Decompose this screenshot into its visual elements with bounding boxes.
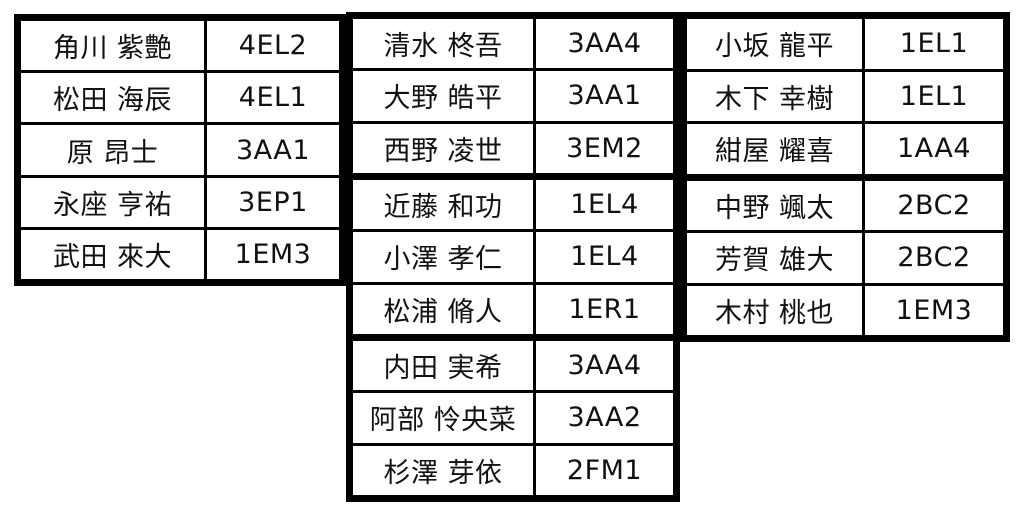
cell-class-code: 3AA1 — [567, 80, 642, 112]
cell-student-name: 西野 凌世 — [353, 123, 536, 173]
cell-student-name: 小澤 孝仁 — [353, 232, 536, 282]
cell-student-name: 原 昂士 — [21, 125, 207, 175]
cell-class-code: 1EM3 — [895, 294, 973, 326]
roster-block-left-rows: 角川 紫艶 4EL2 松田 海辰 4EL1 原 昂士 3AA1 永座 亨祐 3EP1 武田 來大… — [21, 21, 339, 280]
cell-student-name: 小坂 龍平 — [687, 19, 865, 69]
cell-class-code: 1AA4 — [896, 133, 972, 165]
cell-student-name: 中野 颯太 — [687, 180, 865, 230]
cell-class-code: 1EL1 — [899, 80, 969, 112]
cell-class-code: 2BC2 — [897, 189, 971, 221]
cell-student-name: 木下 幸樹 — [687, 71, 865, 121]
cell-class-code: 1EL4 — [570, 241, 639, 273]
table-row: 杉澤 芽依 2FM1 — [353, 445, 673, 495]
table-row: 紺屋 耀喜 1AA4 — [687, 124, 1003, 181]
cell-class-code: 3EP1 — [238, 186, 308, 218]
cell-class-code: 3EM2 — [566, 132, 643, 164]
table-row: 角川 紫艶 4EL2 — [21, 21, 339, 74]
cell-student-name: 芳賀 雄大 — [687, 233, 865, 283]
table-row: 近藤 和功 1EL4 — [353, 179, 673, 233]
cell-student-name: 紺屋 耀喜 — [687, 124, 865, 174]
cell-class-code: 3AA4 — [567, 350, 642, 382]
roster-block-left: 角川 紫艶 4EL2 松田 海辰 4EL1 原 昂士 3AA1 永座 亨祐 3EP1 武田 來大… — [14, 14, 346, 286]
cell-class-code: 3AA1 — [235, 134, 311, 166]
cell-student-name: 木村 桃也 — [687, 285, 865, 335]
table-row: 芳賀 雄大 2BC2 — [687, 233, 1003, 286]
cell-student-name: 武田 來大 — [21, 229, 207, 280]
cell-student-name: 内田 実希 — [353, 340, 536, 391]
table-row: 大野 皓平 3AA1 — [353, 71, 673, 124]
cell-class-code: 4EL1 — [238, 82, 308, 114]
cell-class-code: 1ER1 — [568, 293, 641, 325]
table-row: 永座 亨祐 3EP1 — [21, 177, 339, 230]
cell-student-name: 松田 海辰 — [21, 73, 207, 123]
cell-student-name: 角川 紫艶 — [21, 21, 207, 71]
cell-class-code: 4EL2 — [238, 30, 308, 62]
cell-student-name: 近藤 和功 — [353, 179, 536, 230]
cell-class-code: 2BC2 — [897, 242, 971, 274]
cell-student-name: 永座 亨祐 — [21, 177, 207, 227]
cell-class-code: 3AA4 — [567, 28, 642, 60]
cell-class-code: 1EM3 — [234, 238, 312, 270]
table-row: 原 昂士 3AA1 — [21, 125, 339, 178]
cell-student-name: 阿部 怜央菜 — [353, 393, 536, 443]
table-row: 木村 桃也 1EM3 — [687, 285, 1003, 335]
cell-student-name: 松浦 脩人 — [353, 284, 536, 334]
cell-class-code: 1EL1 — [899, 28, 969, 60]
table-row: 西野 凌世 3EM2 — [353, 123, 673, 180]
cell-class-code: 3AA2 — [567, 402, 642, 434]
table-row: 武田 來大 1EM3 — [21, 229, 339, 280]
cell-class-code: 2FM1 — [566, 454, 643, 486]
cell-student-name: 杉澤 芽依 — [353, 445, 536, 495]
table-row: 内田 実希 3AA4 — [353, 340, 673, 394]
cell-student-name: 大野 皓平 — [353, 71, 536, 121]
table-row: 清水 柊吾 3AA4 — [353, 19, 673, 72]
table-row: 松浦 脩人 1ER1 — [353, 284, 673, 341]
cell-student-name: 清水 柊吾 — [353, 19, 536, 69]
table-row: 小澤 孝仁 1EL4 — [353, 232, 673, 285]
table-row: 木下 幸樹 1EL1 — [687, 71, 1003, 124]
cell-class-code: 1EL4 — [570, 189, 639, 221]
table-row: 中野 颯太 2BC2 — [687, 180, 1003, 233]
table-row: 小坂 龍平 1EL1 — [687, 19, 1003, 72]
table-row: 松田 海辰 4EL1 — [21, 73, 339, 126]
table-row: 阿部 怜央菜 3AA2 — [353, 393, 673, 446]
